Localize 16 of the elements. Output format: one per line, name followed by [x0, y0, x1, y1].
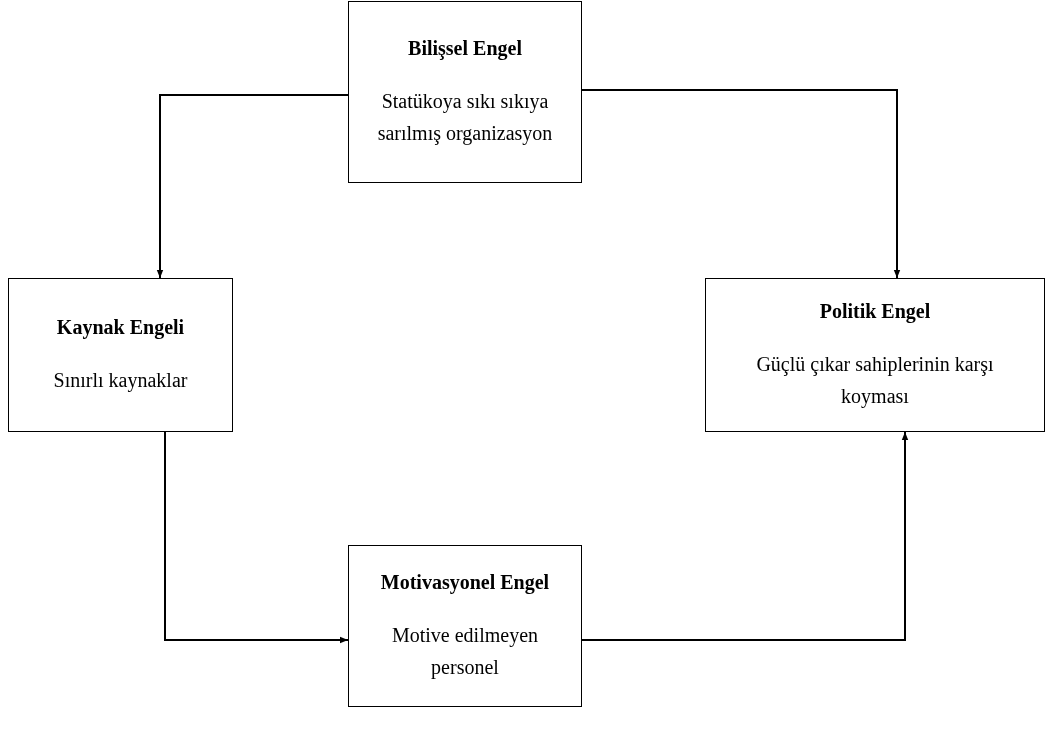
arrow: [581, 89, 901, 279]
process-box: [348, 1, 582, 183]
arrow: [156, 94, 349, 279]
arrow: [164, 431, 349, 644]
box-heading: Kaynak Engeli: [56, 314, 185, 340]
arrow: [581, 431, 909, 641]
box-text: Motive edilmeyen personel: [390, 622, 540, 681]
box-text: Güçlü çıkar sahiplerinin karşı koyması: [755, 351, 995, 410]
box-heading: Bilişsel Engel: [408, 35, 522, 61]
box-text: Sınırlı kaynaklar: [52, 367, 189, 394]
process-box: [348, 545, 582, 707]
box-heading: Politik Engel: [819, 298, 931, 324]
process-box: [705, 278, 1045, 432]
process-box: [8, 278, 233, 432]
box-heading: Motivasyonel Engel: [380, 569, 550, 595]
box-text: Statükoya sıkı sıkıya sarılmış organizasyon: [376, 88, 554, 147]
